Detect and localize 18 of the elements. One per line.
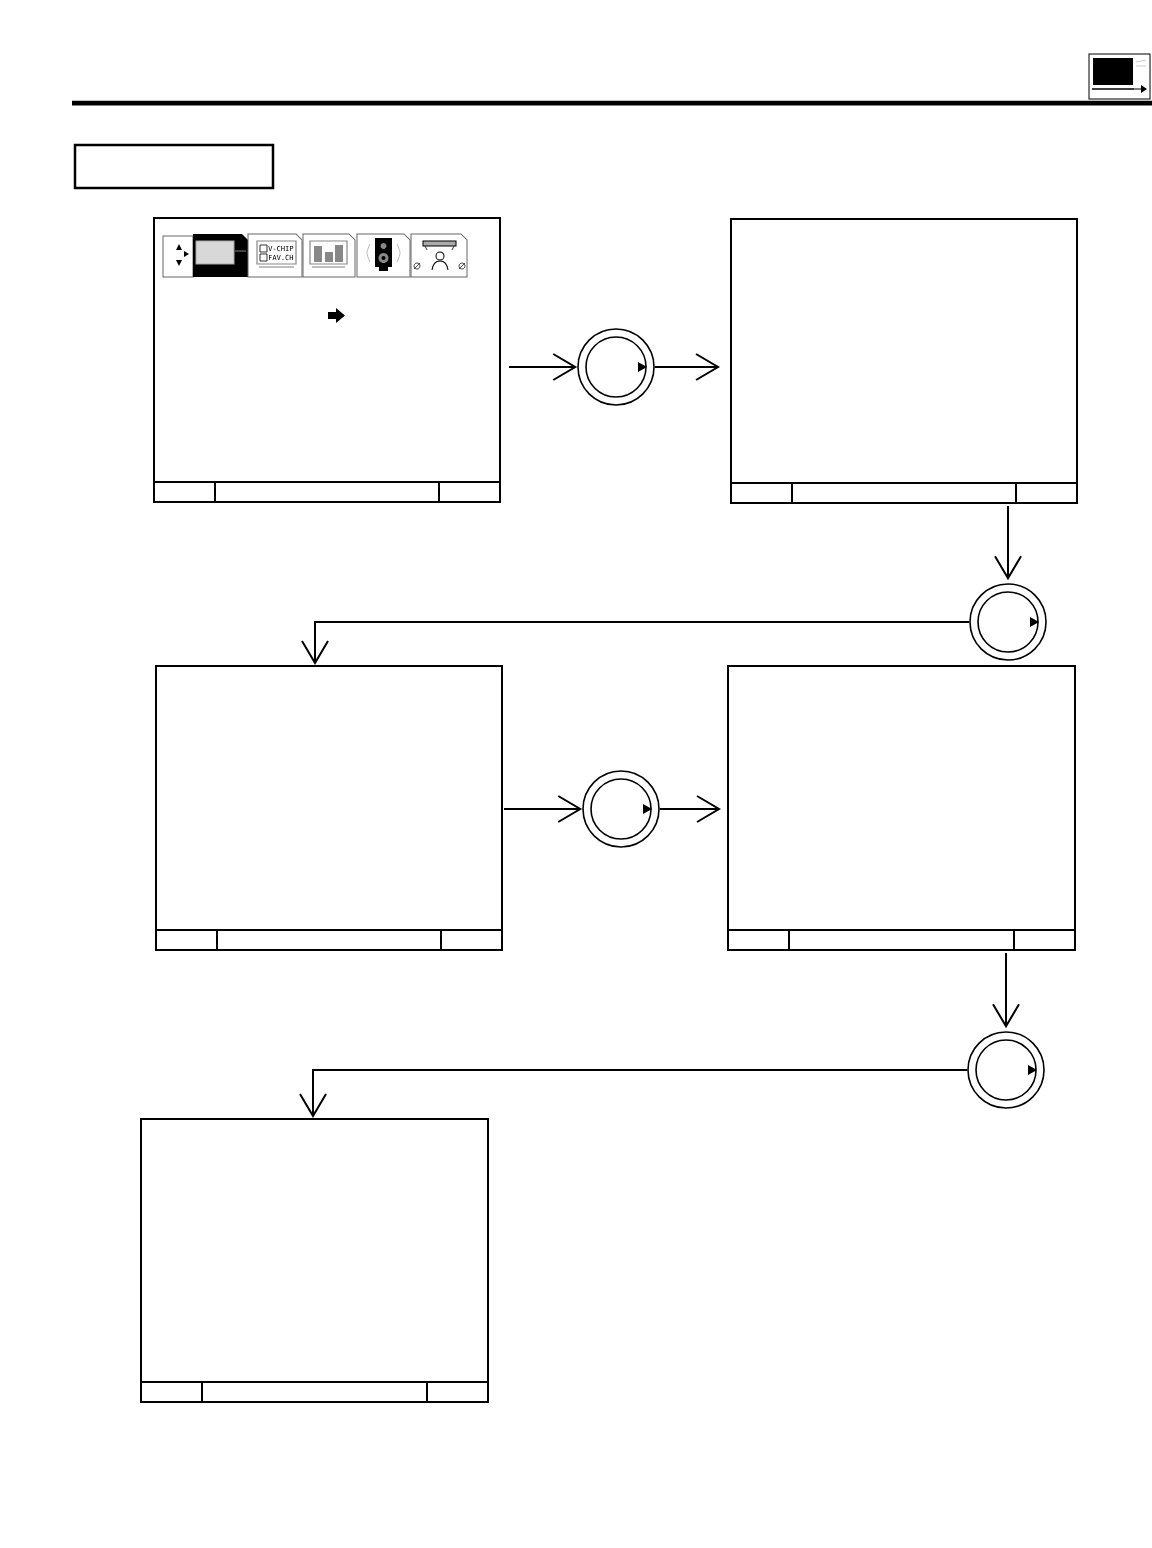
rotate-button xyxy=(577,328,655,406)
arrow xyxy=(994,505,1022,581)
heading-box xyxy=(73,143,275,190)
menu-screen xyxy=(140,1118,489,1403)
arrow xyxy=(508,353,578,381)
rotate-button xyxy=(582,770,660,848)
arrow xyxy=(503,795,583,823)
rotate-button xyxy=(969,583,1047,661)
menu-screen xyxy=(155,665,503,951)
rotate-button xyxy=(967,1031,1045,1109)
arrow xyxy=(301,621,971,665)
menu-screen xyxy=(153,217,501,503)
menu-screen xyxy=(727,665,1076,951)
arrow xyxy=(653,353,720,381)
menu-screen xyxy=(730,218,1078,504)
arrow xyxy=(299,1069,969,1118)
arrow xyxy=(992,952,1020,1029)
arrow xyxy=(658,795,721,823)
